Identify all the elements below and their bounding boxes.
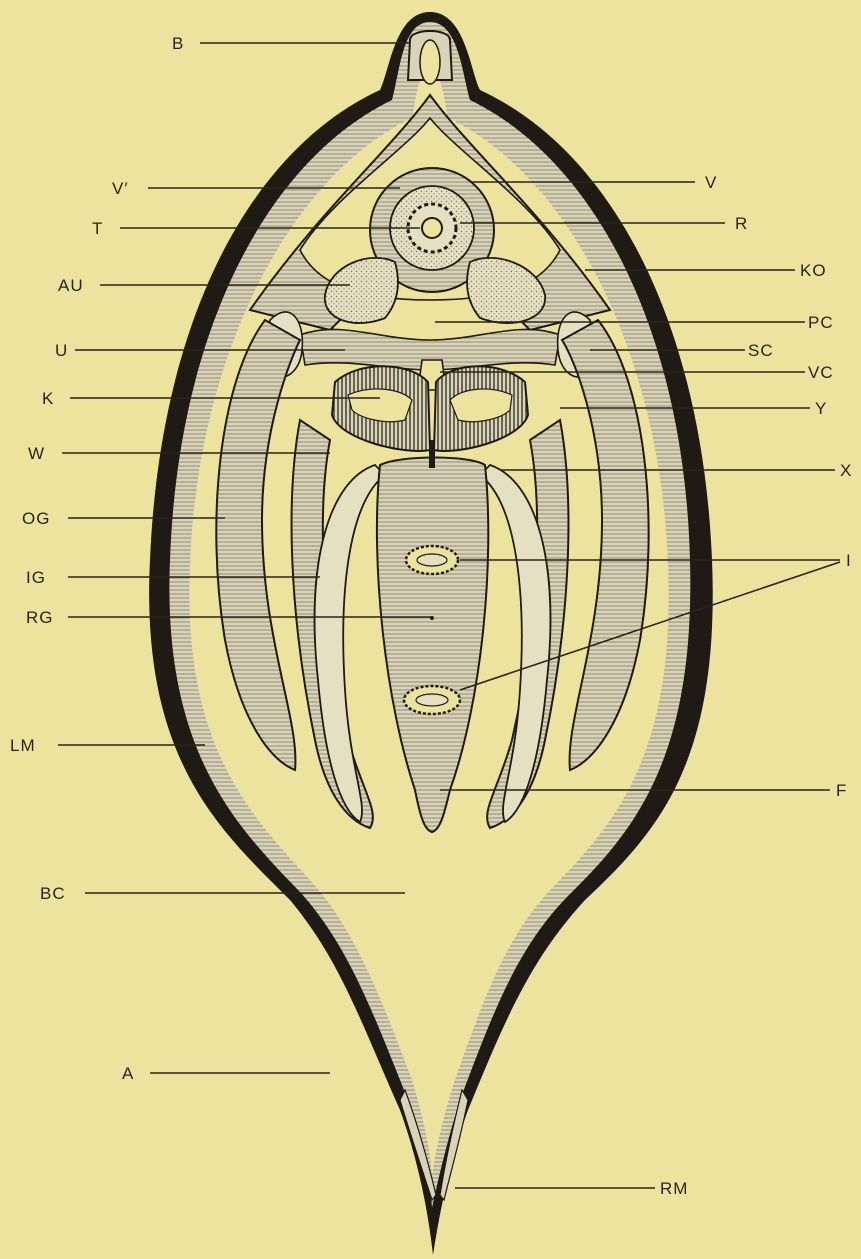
label-X: X — [840, 461, 852, 480]
label-BC: BC — [40, 884, 66, 903]
statolith — [422, 218, 442, 238]
label-B: B — [172, 34, 184, 53]
label-V: V — [705, 173, 717, 192]
label-K: K — [42, 389, 54, 408]
embryo-upper-core — [417, 554, 447, 566]
label-Y: Y — [815, 399, 827, 418]
embryo-lower-core — [416, 694, 448, 706]
label-U: U — [55, 341, 68, 360]
label-A: A — [122, 1064, 134, 1083]
label-V-prime: V′ — [112, 179, 129, 198]
label-R: R — [735, 214, 748, 233]
label-SC: SC — [748, 341, 774, 360]
label-PC: PC — [808, 313, 834, 332]
label-KO: KO — [800, 261, 827, 280]
label-T: T — [92, 219, 103, 238]
label-RG: RG — [26, 608, 54, 627]
apical-canal — [420, 40, 440, 84]
label-AU: AU — [58, 276, 84, 295]
label-RM: RM — [660, 1179, 688, 1198]
label-IG: IG — [26, 568, 46, 587]
label-VC: VC — [808, 363, 834, 382]
label-LM: LM — [10, 736, 36, 755]
label-OG: OG — [22, 509, 50, 528]
label-W: W — [28, 444, 45, 463]
label-I: I — [846, 551, 852, 570]
label-F: F — [836, 781, 847, 800]
